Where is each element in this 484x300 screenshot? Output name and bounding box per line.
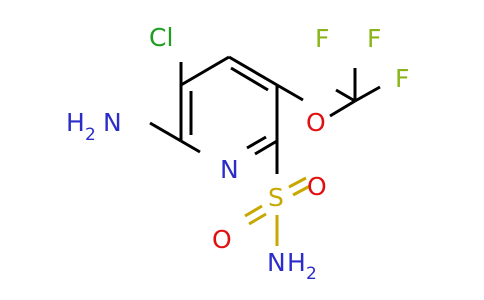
bond-c6-n1-inner bbox=[246, 135, 267, 150]
bond-c-f-left bbox=[335, 88, 356, 103]
bond-c6-n1 bbox=[254, 139, 278, 156]
ring-nitrogen-label: N bbox=[220, 155, 239, 184]
sulfur-label: S bbox=[268, 183, 284, 212]
amino-n-label: N bbox=[103, 108, 122, 137]
bond-s-o-left-a bbox=[244, 204, 263, 218]
bond-c3-c4 bbox=[180, 55, 230, 87]
bond-c4-c5-inner bbox=[230, 66, 269, 92]
sulfonamide-n-label: N bbox=[267, 248, 286, 277]
bond-c2-n1 bbox=[180, 139, 201, 154]
sulfonamide-group-label: N H 2 bbox=[267, 248, 317, 284]
bond-c-f-right bbox=[354, 85, 381, 103]
bond-s-o-right-b bbox=[292, 184, 311, 197]
bond-s-o-right-a bbox=[288, 176, 307, 189]
fluorine-top-label: F bbox=[367, 24, 381, 53]
bond-c2-nh2 bbox=[149, 121, 182, 143]
sulfonyl-oxygen-left-label: O bbox=[212, 225, 232, 254]
chlorine-label: Cl bbox=[149, 23, 173, 52]
bond-c5-o bbox=[276, 83, 304, 102]
sulfonamide-h-label: H bbox=[287, 248, 306, 277]
amino-h-label: H bbox=[66, 108, 85, 137]
ether-oxygen-label: O bbox=[306, 108, 326, 137]
bond-c4-c5 bbox=[228, 55, 278, 87]
sulfonyl-oxygen-right-label: O bbox=[307, 172, 327, 201]
sulfonamide-subscript: 2 bbox=[306, 264, 317, 284]
fluorine-left-label: F bbox=[315, 24, 329, 53]
bond-s-o-left-b bbox=[248, 212, 267, 226]
amino-subscript: 2 bbox=[85, 125, 96, 145]
fluorine-right-label: F bbox=[395, 64, 409, 93]
amino-group-label: H 2 N bbox=[66, 108, 122, 145]
bond-o-cf3 bbox=[329, 99, 356, 118]
